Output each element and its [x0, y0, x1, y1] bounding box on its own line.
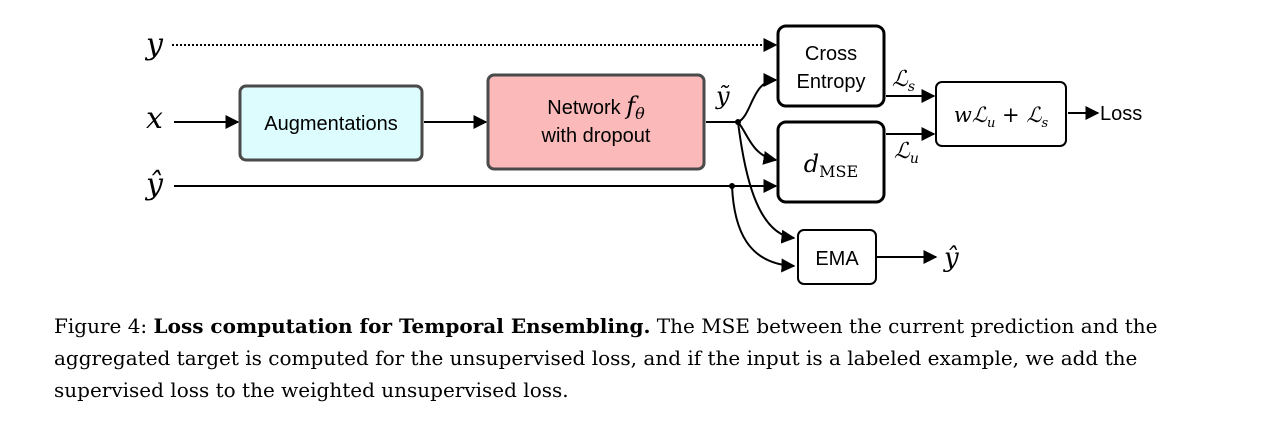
- cross-entropy-label-line2: Entropy: [797, 71, 866, 93]
- ytilde-to-dmse-arrow: [737, 121, 778, 165]
- yhat-to-ema-arrow: [731, 185, 796, 273]
- cross-entropy-label-line1: Cross: [805, 43, 857, 65]
- dmse-box: [776, 120, 886, 204]
- ls-label: ℒs: [892, 67, 915, 95]
- ytilde-to-ema-arrow: [737, 121, 796, 244]
- combine-box: [935, 81, 1067, 147]
- ytilde-to-cross-entropy-arrow: [737, 73, 778, 123]
- dmse-label: dMSE: [804, 150, 858, 181]
- input-y-label: y: [144, 27, 164, 62]
- network-label-line2: with dropout: [541, 125, 651, 147]
- y-tilde-label: ỹ: [715, 82, 730, 110]
- cross-entropy-box: [776, 24, 886, 108]
- lu-label: ℒu: [894, 139, 919, 167]
- input-x-label: x: [146, 101, 163, 136]
- combine-label: wℒu + ℒs: [954, 103, 1049, 131]
- caption-body: The MSE between the current prediction a…: [54, 314, 1158, 402]
- network-box: [486, 73, 706, 171]
- caption-label: Figure 4:: [54, 314, 148, 338]
- network-label-line1: Network fθ: [547, 92, 645, 123]
- ema-output-label: ŷ: [943, 243, 959, 273]
- figure-caption: Figure 4: Loss computation for Temporal …: [54, 310, 1234, 406]
- augmentations-box: [238, 84, 424, 162]
- augmentations-label: Augmentations: [264, 113, 397, 135]
- input-yhat-label: ŷ: [144, 167, 164, 202]
- loss-diagram: y x ŷ Augmentations Network fθ with drop…: [144, 24, 1142, 285]
- loss-label: Loss: [1100, 103, 1142, 125]
- caption-title: Loss computation for Temporal Ensembling…: [153, 314, 651, 338]
- ema-label: EMA: [815, 248, 859, 270]
